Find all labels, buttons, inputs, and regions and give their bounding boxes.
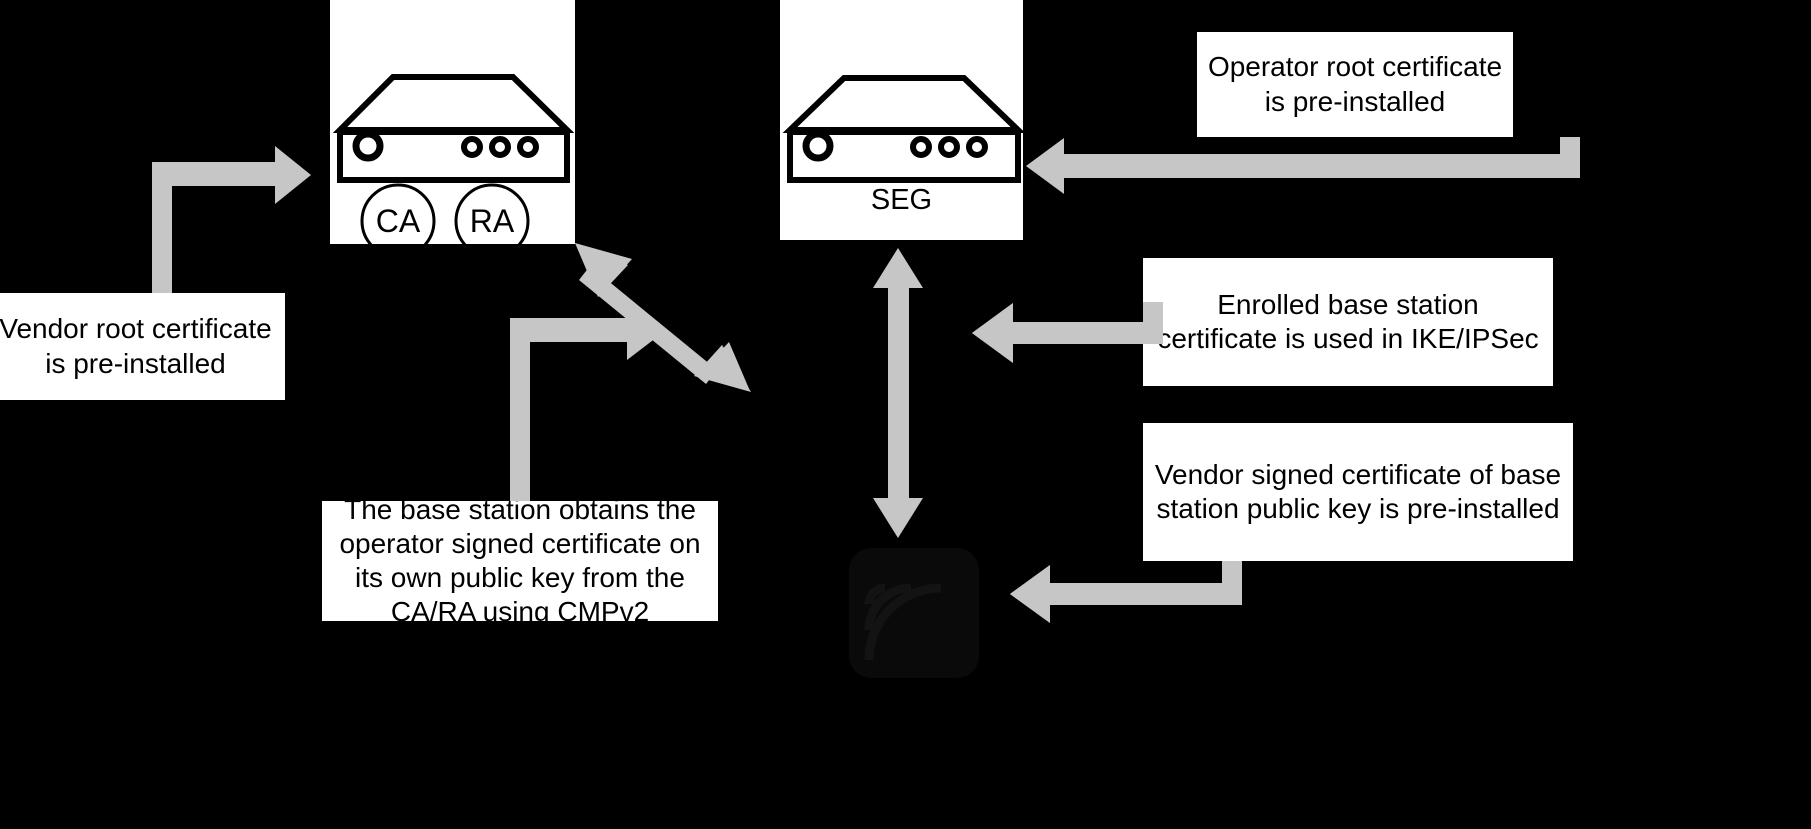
callout-line: Vendor root certificate (0, 313, 272, 345)
callout-line: is pre-installed (1264, 85, 1446, 117)
arrow-cmpv2-to-link (510, 302, 665, 501)
callout-line: Operator root certificate (1207, 51, 1503, 83)
callout-line: is pre-installed (45, 347, 226, 379)
seg-panel: SEG (780, 0, 1023, 240)
arrow-operator-root-to-seg (1026, 137, 1580, 194)
callout-line: certificate is used in IKE/IPSec (1157, 323, 1539, 354)
callout-line: CA/RA using CMPv2 (390, 596, 650, 628)
double-arrow-seg-to-remote-base-station (873, 248, 923, 538)
callout-vendor-root-certificate: Vendor root certificate is pre-installed (0, 293, 285, 400)
callout-enrolled-base-station-certificate: Enrolled base station certificate is use… (1143, 258, 1553, 386)
callout-line: operator signed certificate on (339, 527, 701, 559)
base-station-panel (330, 0, 575, 244)
arrow-vendor-root-to-base-station (152, 146, 311, 293)
callout-line: Vendor signed certificate of base (1154, 458, 1562, 490)
callout-cmpv2-enrolment: The base station obtains the operator si… (322, 494, 718, 627)
callout-operator-root-certificate: Operator root certificate is pre-install… (1197, 32, 1513, 137)
double-arrow-base-station-to-seg (575, 243, 751, 392)
callout-line: Enrolled base station (1217, 288, 1479, 320)
callout-line: The base station obtains the (344, 493, 696, 525)
remote-base-station-wireless-icon (849, 548, 979, 678)
callout-line: station public key is pre-installed (1156, 493, 1560, 524)
callout-vendor-signed-certificate: Vendor signed certificate of base statio… (1143, 423, 1573, 561)
arrow-enrolled-cert-to-link (972, 302, 1163, 363)
callout-line: its own public key from the (355, 562, 685, 593)
seg-label: SEG (870, 184, 933, 216)
arrow-vendor-signed-to-remote-base-station (1010, 561, 1242, 623)
